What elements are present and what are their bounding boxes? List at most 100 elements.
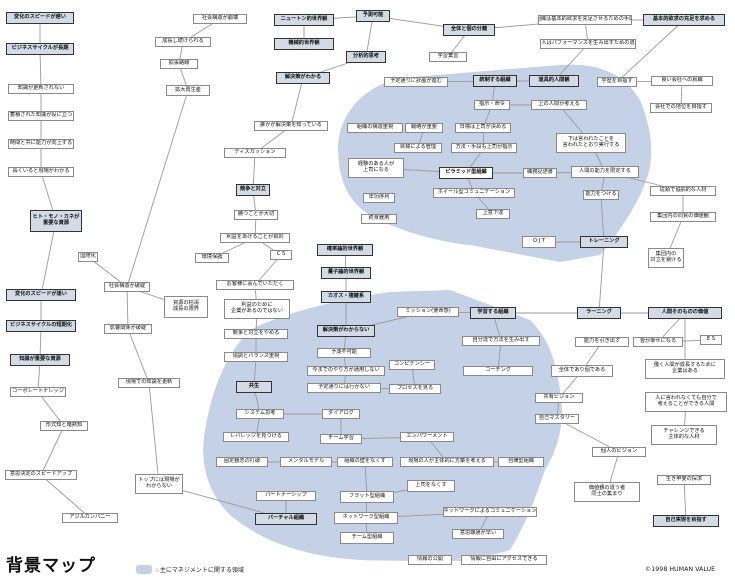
- node-label: 解決策がわかる: [284, 74, 322, 81]
- node-label: 人間そのものの価値: [661, 309, 709, 316]
- node-box: トップには現場がわからない: [135, 474, 183, 494]
- node-box: パートナーシップ: [256, 491, 316, 501]
- connector-n115-n118: [480, 516, 488, 530]
- node-label: 自分達で方法を生み出す: [472, 337, 530, 344]
- connector-n78-n87: [494, 318, 501, 337]
- node-label: メンタルモデル: [287, 458, 325, 465]
- node-label: 競争と対立をやめる: [232, 330, 280, 337]
- node-label: 上意下達: [482, 210, 504, 217]
- connector-n30-n31: [261, 130, 285, 149]
- node-box: 予定通りに計画が進む: [384, 77, 448, 87]
- node-box: 能力を引き出す: [575, 337, 629, 347]
- connector-n53-n59: [562, 109, 583, 134]
- node-box: 拡大再生産: [166, 85, 210, 96]
- connector-n98-n99: [361, 437, 401, 439]
- node-label: 価値観の違う者同士の集まり: [588, 485, 626, 497]
- node-label: 全体であり個である: [558, 367, 606, 374]
- connector-n87-n91: [498, 345, 501, 367]
- connector-n22-n20: [141, 291, 165, 300]
- node-label: アジルカンパニー: [69, 514, 111, 521]
- node-label: 国際化: [80, 253, 96, 260]
- node-label: 学歴を目指す: [601, 78, 633, 85]
- node-label: 日標は上司が決める: [459, 124, 507, 131]
- node-box: コーチング: [463, 366, 533, 376]
- node-box: 利益のために企業があるのではない: [224, 299, 290, 319]
- node-box: ネットワークによるコミュニケーション: [443, 507, 537, 517]
- node-label: 自律型組織: [508, 458, 534, 465]
- node-box: レバレッジを見つける: [223, 432, 289, 442]
- node-box: 従順で協調的な人材: [650, 186, 716, 196]
- node-label: 戦略が重要: [411, 124, 437, 131]
- node-box: ラーニング: [577, 307, 621, 319]
- connector-n41-n46: [494, 23, 539, 29]
- copyright: ©1998 HUMAN VALUE: [645, 566, 716, 573]
- node-label: O J T: [532, 238, 546, 245]
- node-box: 自己マスタリー: [535, 414, 579, 424]
- node-label: 全体と個の分離: [450, 26, 488, 33]
- connector-n65-n68: [478, 197, 489, 210]
- node-box: 蓄積された知識が役に立つ: [8, 111, 74, 121]
- node-label: 成長し続けられる: [162, 38, 204, 45]
- node-box: 方法・手段も上司が指示: [451, 143, 517, 153]
- diagram-title: 背景マップ: [6, 556, 96, 576]
- connector-n10-n11: [39, 331, 42, 355]
- node-box: 意思疎通が早い: [452, 529, 504, 539]
- node-box: 国際化: [78, 252, 98, 262]
- node-box: 年功序列: [363, 193, 395, 203]
- node-label: 道具的人間観: [538, 77, 570, 84]
- node-box: 組織は基本的欲求を充足させるための手段: [538, 15, 632, 25]
- connector-n63-n71: [629, 177, 663, 187]
- node-box: 学習棄習: [429, 52, 467, 62]
- node-box: コンピテンシー: [389, 360, 435, 370]
- node-label: 今までのやり方が通用しない: [312, 367, 380, 374]
- node-box: 影響関係が破綻: [104, 324, 152, 334]
- connector-n18-n19: [180, 68, 187, 86]
- node-box: 利益をあげることが目的: [220, 233, 290, 243]
- node-label: 下は言われたことを言われたとおり実行する: [562, 136, 620, 148]
- node-box: 分析的思考: [346, 51, 386, 63]
- node-label: プロセスを見る: [396, 385, 434, 392]
- connector-n21-n23: [129, 333, 148, 379]
- node-box: 人間そのものの価値: [648, 307, 722, 319]
- node-label: エンパワーメント: [406, 433, 448, 440]
- node-box: 組織の壁をなくす: [337, 457, 393, 467]
- node-box: ネットワーク型組織: [334, 512, 398, 524]
- node-label: 機械的世界観: [288, 40, 320, 47]
- connector-n33-n34: [254, 219, 257, 234]
- node-label: 拡大再生産: [175, 86, 201, 93]
- connector-n29-n30: [291, 83, 302, 122]
- connector-n88-n92: [585, 346, 599, 366]
- connector-n89-n90: [682, 339, 701, 342]
- node-label: 従順で協調的な人材: [659, 187, 707, 194]
- node-label: ピラミッド型組織: [445, 169, 487, 176]
- node-box: 下は言われたことを言われたとおり実行する: [556, 133, 626, 153]
- connector-n52-n56: [484, 109, 491, 124]
- node-box: メンタルモデル: [280, 457, 332, 467]
- node-box: 終身雇用: [361, 214, 397, 224]
- node-box: 機械的世界観: [274, 38, 334, 50]
- node-label: 社会構造が破綻: [108, 283, 146, 290]
- node-label: 個人はパフォーマンスを生み出すための道具: [540, 40, 636, 47]
- node-label: 利益のために企業があるのではない: [231, 302, 283, 314]
- node-label: ビジネスサイクルの短期化: [10, 322, 72, 329]
- connector-n31-n32: [252, 157, 256, 185]
- connector-n70-n79: [598, 247, 605, 308]
- node-label: 情報の公開: [417, 556, 443, 563]
- node-box: 生き甲斐の探求: [657, 475, 711, 485]
- connector-n46-n47: [585, 24, 588, 40]
- node-box: 経験のある人が上司になる: [348, 158, 404, 178]
- node-label: 現場での知識を更新: [125, 379, 173, 386]
- node-label: トップには現場がわからない: [138, 477, 180, 489]
- node-label: 利益をあげることが目的: [226, 234, 284, 241]
- node-label: パートナーシップ: [265, 492, 307, 499]
- connector-n16-n17: [190, 23, 213, 38]
- node-label: 資源の枯渇成長の限界: [173, 300, 199, 312]
- node-box: 自己実現を目指す: [653, 515, 719, 527]
- connector-n17-n18: [179, 46, 183, 60]
- node-box: バーチャル組織: [255, 513, 317, 525]
- node-label: 予定通りには行かない: [318, 384, 370, 391]
- connector-n11-n12: [37, 365, 41, 388]
- node-label: 固定観念の打破: [223, 458, 261, 465]
- connector-n110-n114: [393, 489, 408, 493]
- node-box: 予定通りには行かない: [307, 383, 381, 393]
